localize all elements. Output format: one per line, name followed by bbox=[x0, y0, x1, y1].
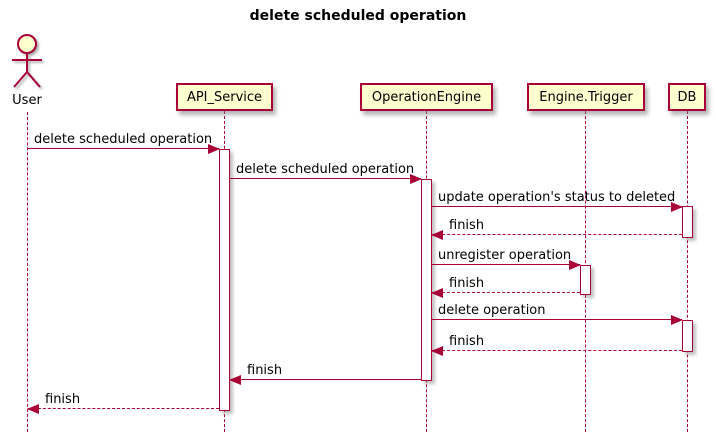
message-api-to-user-finish: finish bbox=[27, 392, 219, 414]
message-engine-to-db-delete: delete operation bbox=[432, 303, 683, 325]
message-label: finish bbox=[45, 392, 81, 407]
participant-label: OperationEngine bbox=[371, 89, 482, 105]
lifeline-user bbox=[27, 112, 28, 432]
message-label: finish bbox=[449, 218, 485, 233]
message-line bbox=[229, 375, 421, 385]
message-line bbox=[230, 174, 422, 184]
message-engine-to-trigger-unregister: unregister operation bbox=[432, 248, 581, 270]
message-label: delete operation bbox=[438, 303, 546, 318]
activation-api-service bbox=[219, 149, 230, 411]
arrow-right-icon bbox=[671, 202, 683, 212]
message-line bbox=[432, 315, 683, 325]
participant-engine-trigger: Engine.Trigger bbox=[527, 83, 645, 111]
message-line bbox=[432, 202, 683, 212]
message-trigger-to-engine-finish: finish bbox=[431, 276, 580, 298]
arrow-right-icon bbox=[208, 144, 220, 154]
message-label: unregister operation bbox=[438, 248, 572, 263]
actor-user: User bbox=[3, 32, 51, 108]
message-user-to-api-delete: delete scheduled operation bbox=[28, 132, 220, 154]
activation-db-1 bbox=[682, 206, 693, 238]
arrow-left-icon bbox=[431, 230, 443, 240]
message-line bbox=[431, 346, 682, 356]
arrow-left-icon bbox=[431, 346, 443, 356]
arrow-right-icon bbox=[569, 260, 581, 270]
participant-db: DB bbox=[668, 83, 706, 111]
message-line bbox=[431, 288, 580, 298]
activation-operation-engine bbox=[421, 179, 432, 381]
participant-label: Engine.Trigger bbox=[539, 89, 633, 105]
message-label: update operation's status to deleted bbox=[438, 190, 676, 205]
activation-engine-trigger bbox=[580, 265, 591, 295]
actor-user-label: User bbox=[12, 93, 42, 108]
participant-operation-engine: OperationEngine bbox=[360, 83, 493, 111]
diagram-title: delete scheduled operation bbox=[249, 8, 467, 24]
participant-label: API_Service bbox=[186, 89, 263, 105]
message-label: finish bbox=[449, 334, 485, 349]
message-db-to-engine-finish-1: finish bbox=[431, 218, 682, 240]
message-db-to-engine-finish-2: finish bbox=[431, 334, 682, 356]
message-engine-to-db-update-status: update operation's status to deleted bbox=[432, 190, 683, 212]
message-label: delete scheduled operation bbox=[34, 132, 213, 147]
message-engine-to-api-finish: finish bbox=[229, 363, 421, 385]
arrow-right-icon bbox=[671, 315, 683, 325]
message-line bbox=[431, 230, 682, 240]
activation-db-2 bbox=[682, 320, 693, 352]
lifeline-db bbox=[687, 111, 688, 432]
arrow-left-icon bbox=[431, 288, 443, 298]
message-line bbox=[27, 404, 219, 414]
message-label: finish bbox=[449, 276, 485, 291]
message-label: delete scheduled operation bbox=[236, 162, 415, 177]
arrow-right-icon bbox=[410, 174, 422, 184]
arrow-left-icon bbox=[229, 375, 241, 385]
message-api-to-engine-delete: delete scheduled operation bbox=[230, 162, 422, 184]
participant-label: DB bbox=[677, 89, 697, 105]
arrow-left-icon bbox=[27, 404, 39, 414]
message-line bbox=[432, 260, 581, 270]
message-label: finish bbox=[247, 363, 283, 378]
message-line bbox=[28, 144, 220, 154]
participant-api-service: API_Service bbox=[176, 83, 273, 111]
user-actor-icon bbox=[12, 34, 42, 88]
